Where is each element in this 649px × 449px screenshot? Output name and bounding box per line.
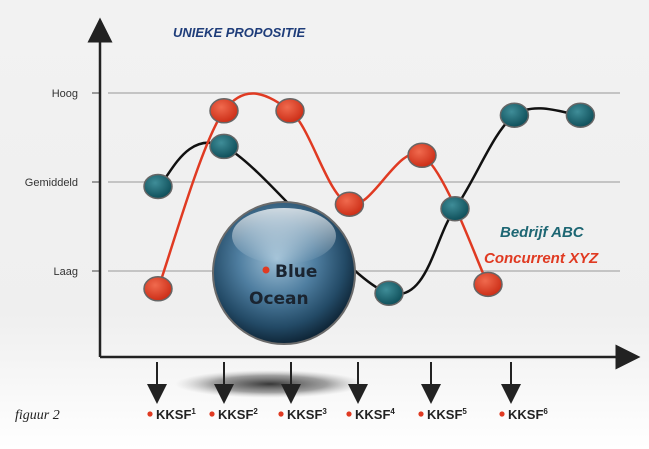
x-tick-bullet-5	[418, 411, 424, 417]
legend-label-1: Bedrijf ABC	[500, 224, 585, 241]
x-tick-bullet-1	[147, 411, 153, 417]
x-tick-label-sup-3: 3	[322, 407, 327, 416]
x-tick-label-5: KKSF5	[427, 407, 467, 422]
x-tick-label-1: KKSF1	[156, 407, 196, 422]
series-1-point-3	[374, 280, 404, 306]
x-tick-label-base-3: KKSF	[287, 407, 322, 422]
ball-bullet	[262, 266, 270, 274]
series-2-point-6	[473, 271, 503, 298]
x-tick-label-base-5: KKSF	[427, 407, 462, 422]
x-tick-label-6: KKSF6	[508, 407, 548, 422]
figure-caption: figuur 2	[15, 408, 60, 423]
x-tick-label-sup-1: 1	[191, 407, 196, 416]
series-2-point-5	[407, 142, 437, 169]
x-tick-bullet-3	[278, 411, 284, 417]
ball-shadow	[175, 370, 365, 398]
ball-text-ocean: Ocean	[249, 289, 309, 309]
x-tick-label-2: KKSF2	[218, 407, 258, 422]
x-tick-label-sup-6: 6	[543, 407, 548, 416]
y-level-labels: Laag Gemiddeld Hoog	[25, 88, 78, 278]
ball-highlight	[232, 208, 336, 264]
series-1-point-5	[499, 102, 530, 128]
legend: Bedrijf ABC Concurrent XYZ	[484, 224, 599, 267]
ball-text-blue: Blue	[275, 262, 317, 282]
y-label-1: Laag	[54, 266, 78, 278]
x-tick-bullet-6	[499, 411, 505, 417]
x-tick-bullet-2	[209, 411, 215, 417]
x-tick-label-sup-4: 4	[390, 407, 395, 416]
chart-title: UNIEKE PROPOSITIE	[173, 25, 306, 40]
x-tick-label-3: KKSF3	[287, 407, 327, 422]
x-tick-label-sup-5: 5	[462, 407, 467, 416]
y-label-2: Gemiddeld	[25, 177, 78, 189]
x-tick-label-base-4: KKSF	[355, 407, 390, 422]
blue-ocean-ball: Blue Ocean	[212, 201, 356, 345]
x-tick-label-4: KKSF4	[355, 407, 395, 422]
x-tick-label-base-2: KKSF	[218, 407, 253, 422]
ball-shadow-ellipse	[175, 370, 365, 398]
series-2-point-1	[143, 276, 173, 302]
x-tick-label-sup-2: 2	[253, 407, 258, 416]
y-label-3: Hoog	[52, 88, 78, 100]
series-2-point-4	[334, 191, 365, 217]
series-line-2	[156, 92, 490, 290]
series-1-point-6	[565, 102, 596, 128]
series-1-point-1	[143, 173, 173, 200]
axes	[87, 17, 641, 370]
series-1-point-4	[440, 195, 470, 222]
x-tick-label-base-1: KKSF	[156, 407, 191, 422]
series-1-point-2	[209, 133, 239, 160]
series-points	[143, 98, 596, 306]
x-tick-label-base-6: KKSF	[508, 407, 543, 422]
legend-label-2: Concurrent XYZ	[484, 250, 599, 267]
x-tick-bullet-4	[346, 411, 352, 417]
series-2-point-2	[209, 98, 239, 124]
series-2-point-3	[275, 98, 305, 124]
